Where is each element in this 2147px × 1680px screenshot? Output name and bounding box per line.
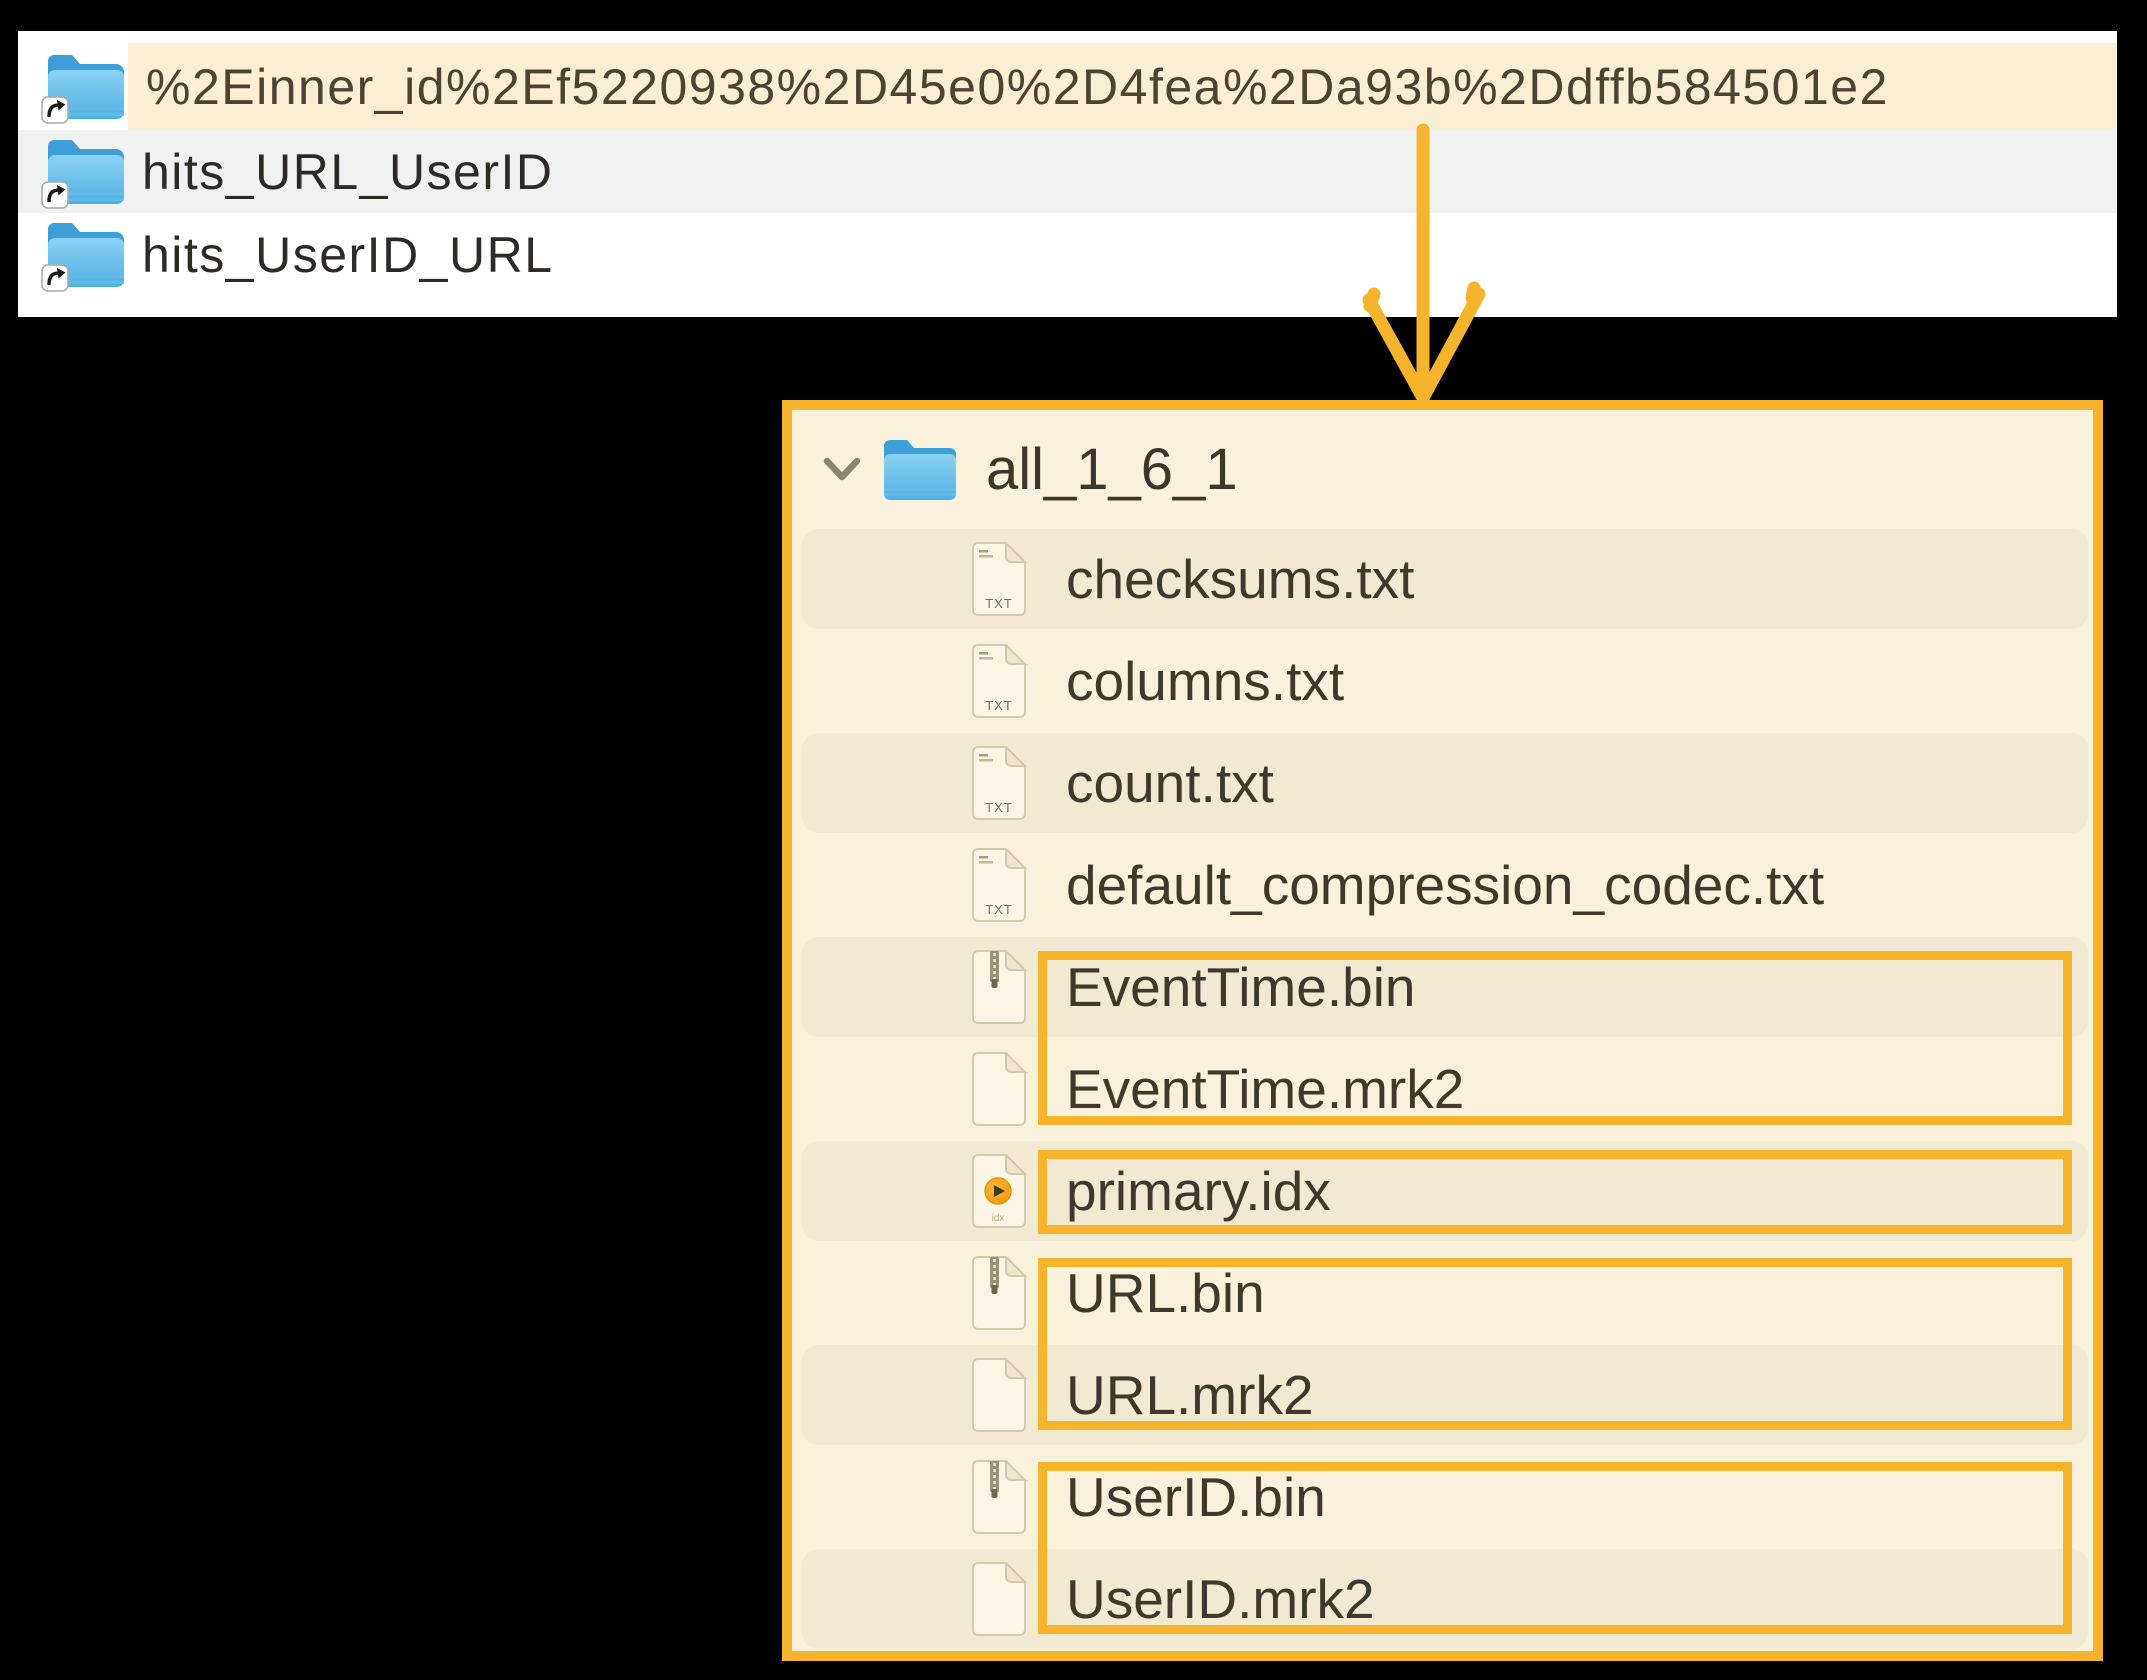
bin-file-icon <box>968 1256 1030 1330</box>
down-arrow-icon <box>1362 123 1486 403</box>
folder-name-label: all_1_6_1 <box>986 436 1238 502</box>
file-name-label: checksums.txt <box>1066 548 1415 610</box>
file-name-label: primary.idx <box>1066 1160 1331 1222</box>
bin-file-icon <box>968 950 1030 1024</box>
file-row-checksums[interactable]: checksums.txt <box>792 528 2093 630</box>
folder-row-inner-id[interactable]: %2Einner_id%2Ef5220938%2D45e0%2D4fea%2Da… <box>18 43 2117 130</box>
file-row-url-mrk2[interactable]: URL.mrk2 <box>792 1344 2093 1446</box>
file-name-label: EventTime.bin <box>1066 956 1416 1018</box>
file-row-eventtime-mrk2[interactable]: EventTime.mrk2 <box>792 1038 2093 1140</box>
folder-row-hits-url-userid[interactable]: hits_URL_UserID <box>18 130 2117 213</box>
alias-folder-icon <box>40 217 124 293</box>
file-name-label: EventTime.mrk2 <box>1066 1058 1465 1120</box>
mrk2-file-icon <box>968 1562 1030 1636</box>
file-name-label: count.txt <box>1066 752 1274 814</box>
mrk2-file-icon <box>968 1358 1030 1432</box>
txt-file-icon <box>968 644 1030 718</box>
folder-icon <box>882 436 958 502</box>
txt-file-icon <box>968 542 1030 616</box>
finder-tree-panel: all_1_6_1 checksums.txt columns.txt coun… <box>782 400 2103 1661</box>
finder-list-panel: %2Einner_id%2Ef5220938%2D45e0%2D4fea%2Da… <box>18 31 2117 317</box>
file-row-default-compression-codec[interactable]: default_compression_codec.txt <box>792 834 2093 936</box>
file-name-label: UserID.mrk2 <box>1066 1568 1375 1630</box>
file-row-columns[interactable]: columns.txt <box>792 630 2093 732</box>
file-name-label: UserID.bin <box>1066 1466 1326 1528</box>
folder-name-label: hits_URL_UserID <box>142 143 554 200</box>
tree-folder-row-all-1-6-1[interactable]: all_1_6_1 <box>792 410 2093 528</box>
file-name-label: default_compression_codec.txt <box>1066 854 1825 916</box>
file-row-userid-bin[interactable]: UserID.bin <box>792 1446 2093 1548</box>
bin-file-icon <box>968 1460 1030 1534</box>
folder-row-hits-userid-url[interactable]: hits_UserID_URL <box>18 213 2117 296</box>
txt-file-icon <box>968 746 1030 820</box>
file-row-primary-idx[interactable]: primary.idx <box>792 1140 2093 1242</box>
folder-name-label: hits_UserID_URL <box>142 226 554 283</box>
mrk2-file-icon <box>968 1052 1030 1126</box>
alias-folder-icon <box>40 49 124 125</box>
file-row-eventtime-bin[interactable]: EventTime.bin <box>792 936 2093 1038</box>
file-name-label: URL.mrk2 <box>1066 1364 1314 1426</box>
filename-selection-highlight: %2Einner_id%2Ef5220938%2D45e0%2D4fea%2Da… <box>128 43 2117 130</box>
file-row-url-bin[interactable]: URL.bin <box>792 1242 2093 1344</box>
alias-folder-icon <box>40 134 124 210</box>
idx-file-icon <box>968 1154 1030 1228</box>
file-name-label: URL.bin <box>1066 1262 1265 1324</box>
chevron-down-icon[interactable] <box>822 455 862 483</box>
file-name-label: columns.txt <box>1066 650 1345 712</box>
folder-name-label: %2Einner_id%2Ef5220938%2D45e0%2D4fea%2Da… <box>146 58 1889 115</box>
file-row-count[interactable]: count.txt <box>792 732 2093 834</box>
file-row-userid-mrk2[interactable]: UserID.mrk2 <box>792 1548 2093 1650</box>
txt-file-icon <box>968 848 1030 922</box>
